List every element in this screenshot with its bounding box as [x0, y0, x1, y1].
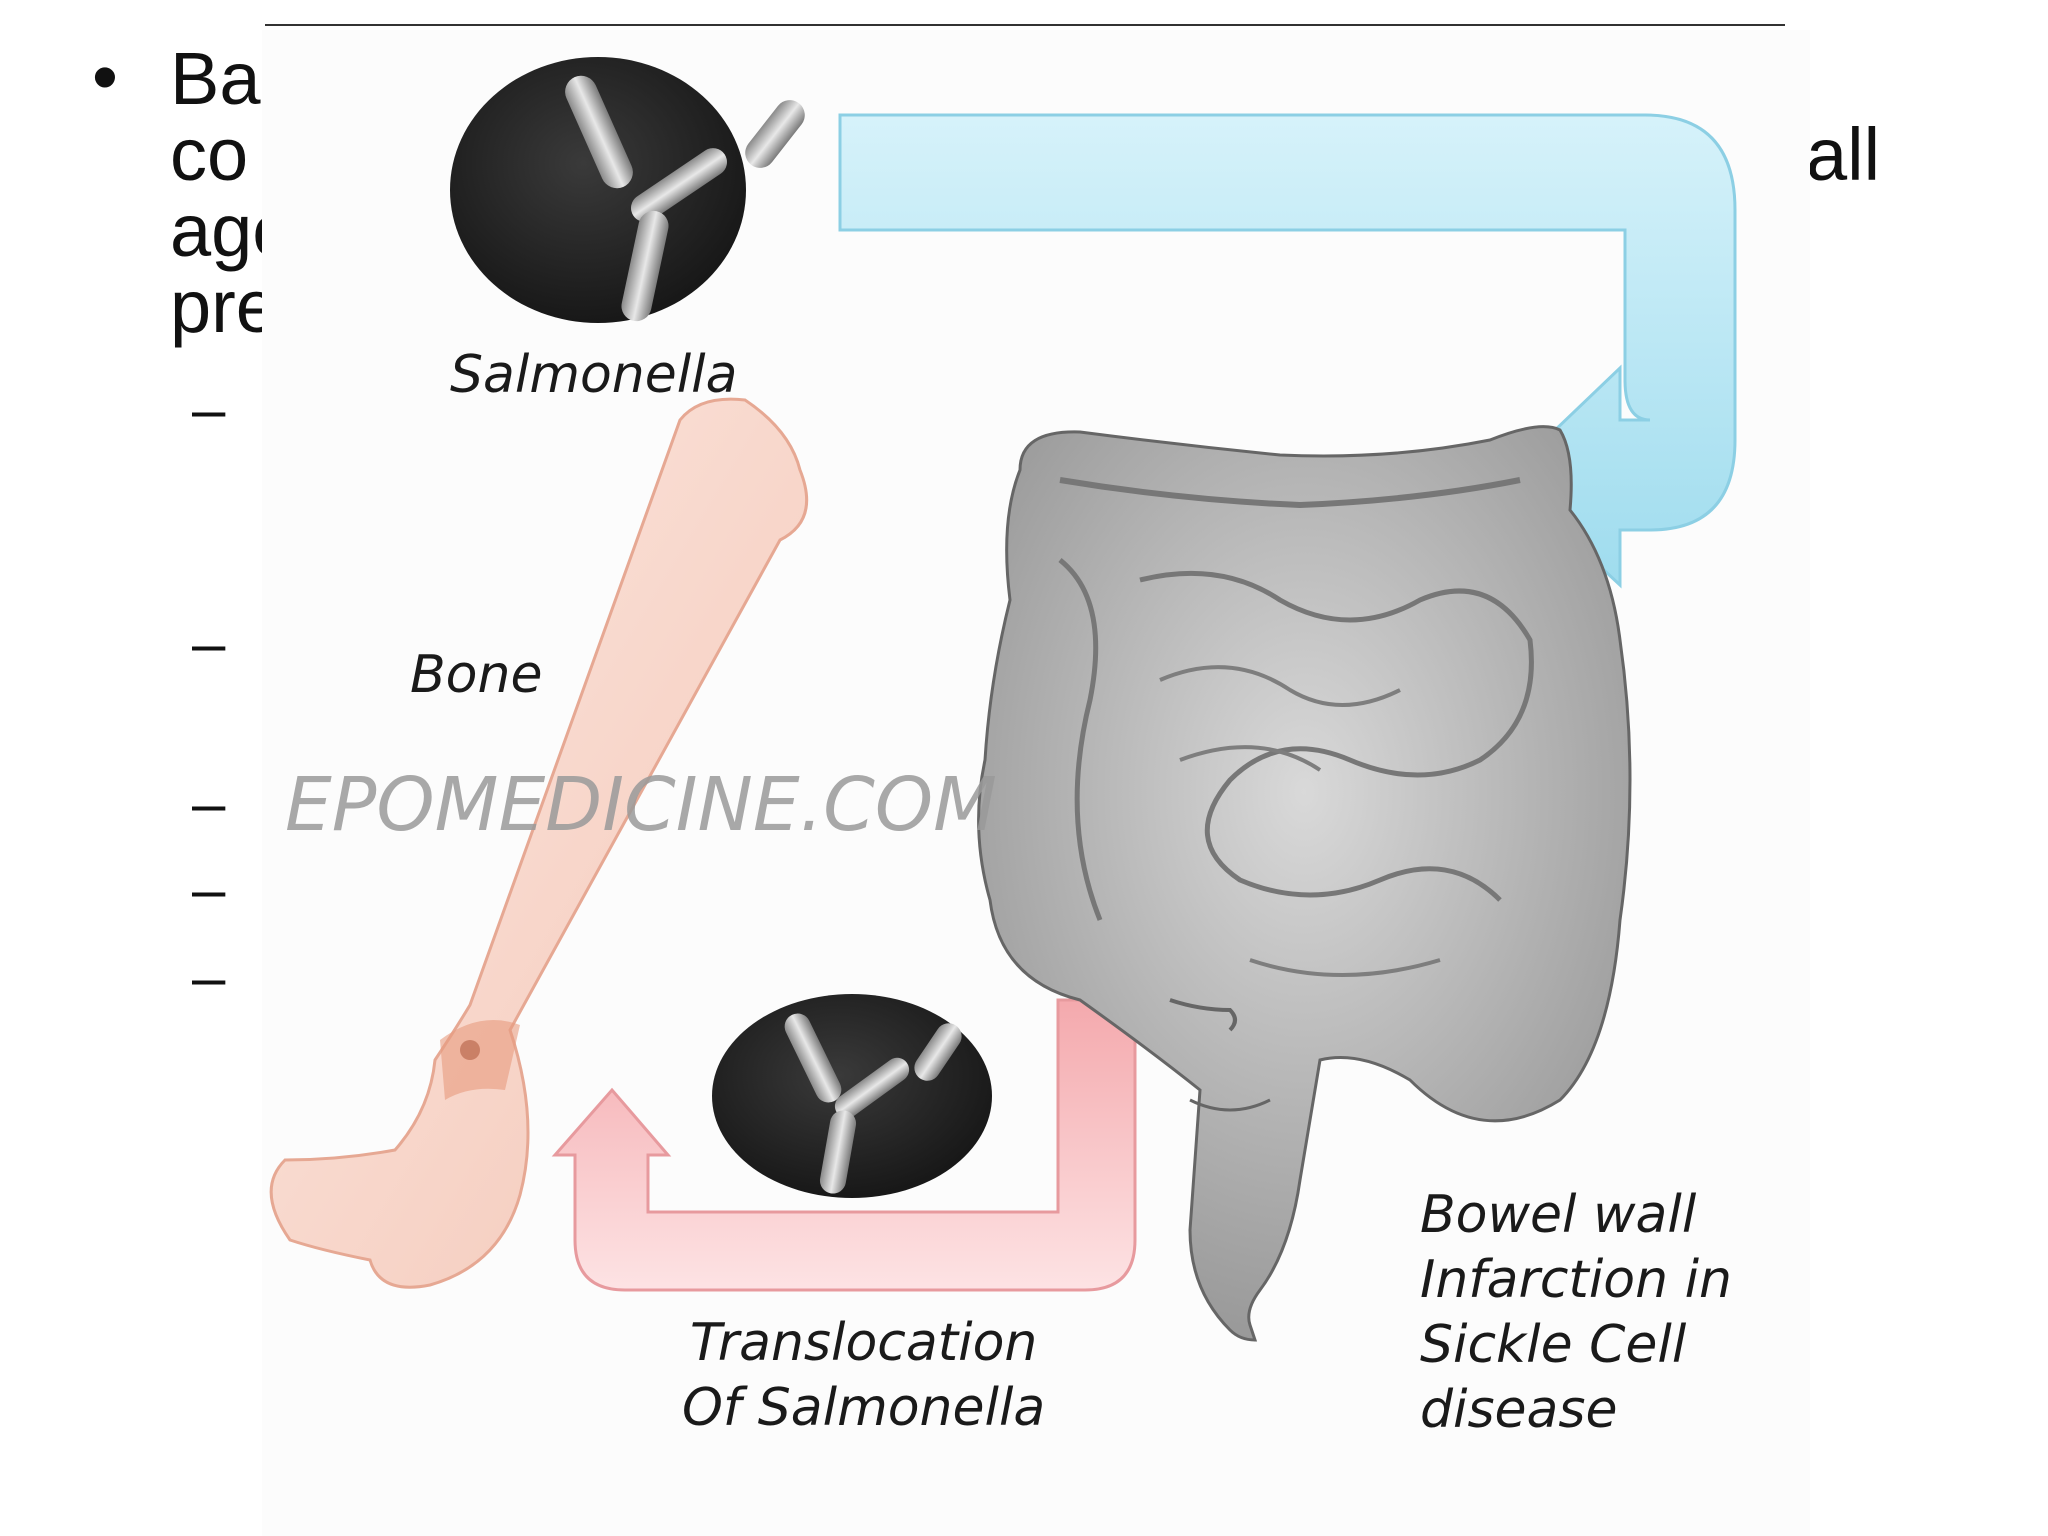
- top-rule: [265, 24, 1785, 26]
- bullet-glyph: •: [92, 35, 118, 118]
- salmonella-micrograph-large: [450, 57, 805, 323]
- sub-bullet-dash-2: –: [192, 610, 226, 677]
- bone-label: Bone: [410, 645, 542, 705]
- bullet-line-4-fragment: pre: [170, 265, 277, 348]
- salmonella-micrograph-small: [712, 994, 992, 1198]
- bullet-line-1-fragment: Ba: [170, 37, 261, 120]
- intestine-illustration: [977, 425, 1632, 1342]
- bone-illustration: [269, 397, 809, 1289]
- pink-arrow: [551, 998, 1137, 1292]
- blue-arrow: [838, 113, 1737, 589]
- sub-bullet-dash-5: –: [192, 944, 226, 1011]
- bowel-label-line2: Infarction in: [1420, 1250, 1732, 1310]
- translocation-label-line2: Of Salmonella: [682, 1378, 1045, 1438]
- translocation-label-line1: Translocation: [690, 1313, 1037, 1373]
- watermark: EPOMEDICINE.COM: [285, 762, 997, 848]
- bowel-label-line3: Sickle Cell: [1420, 1315, 1687, 1375]
- bullet-right-fragment: all: [1806, 113, 1881, 196]
- bullet-line-2-fragment: co: [170, 113, 249, 196]
- bowel-label-line1: Bowel wall: [1420, 1185, 1697, 1245]
- salmonella-osteomyelitis-figure: Salmonella Bone EPOMEDICINE.COM Transloc…: [262, 30, 1810, 1536]
- salmonella-label: Salmonella: [450, 345, 738, 405]
- bowel-label-line4: disease: [1420, 1380, 1618, 1440]
- sub-bullet-dash-4: –: [192, 856, 226, 923]
- sub-bullet-dash-3: –: [192, 770, 226, 837]
- sub-bullet-dash-1: –: [192, 376, 226, 443]
